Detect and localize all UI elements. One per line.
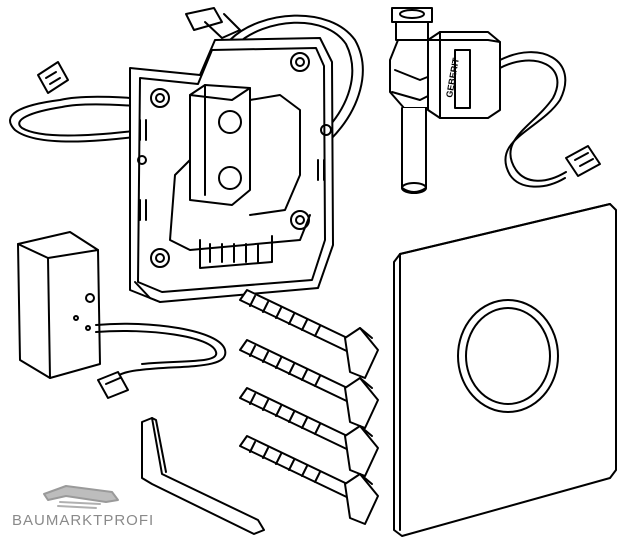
- mounting-frame: [9, 7, 364, 303]
- cover-plate: [393, 203, 617, 537]
- cable-connector-top: [185, 7, 241, 39]
- power-supply-box: [17, 231, 227, 399]
- allen-key: [141, 417, 265, 535]
- fixing-screw-3: [239, 387, 379, 477]
- fixing-screws: [239, 289, 379, 525]
- cable-connector-left: [37, 61, 69, 94]
- fixing-screw-1: [239, 289, 379, 379]
- flush-button-ring: [457, 299, 559, 413]
- watermark-text: BAUMARKTPROFI: [12, 512, 155, 529]
- fixing-screw-2: [239, 339, 379, 429]
- cable-connector-right: [565, 145, 601, 177]
- cable-connector-box: [97, 371, 129, 399]
- solenoid-valve: [389, 7, 601, 194]
- fixing-screw-4: [239, 435, 379, 525]
- watermark-logo-icon: [43, 485, 119, 509]
